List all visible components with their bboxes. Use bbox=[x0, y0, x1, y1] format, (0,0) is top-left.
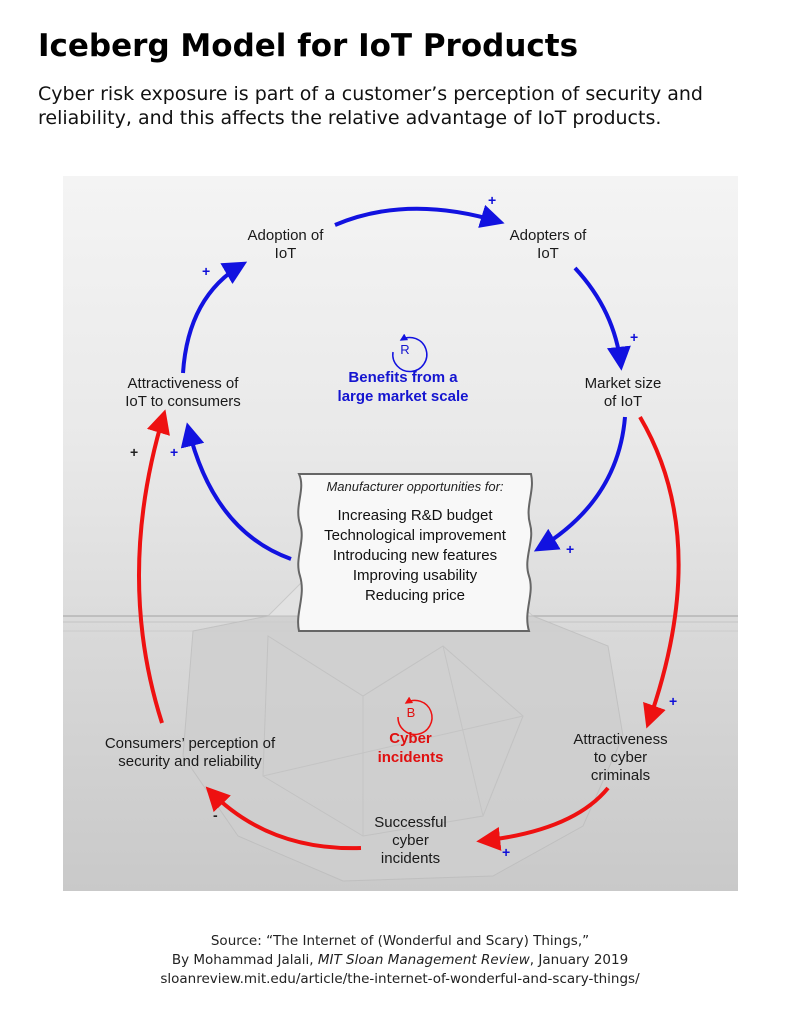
source-line-1: Source: “The Internet of (Wonderful and … bbox=[210, 933, 590, 949]
loop-b-icon bbox=[397, 696, 433, 736]
source-url: sloanreview.mit.edu/article/the-internet… bbox=[160, 971, 640, 987]
sign-market-criminals: + bbox=[669, 693, 678, 709]
sign-adoption-adopters: + bbox=[488, 192, 497, 208]
node-attractiveness-to-criminals: Attractiveness to cyber criminals bbox=[573, 731, 668, 784]
arrow-criminals-to-incidents bbox=[476, 786, 610, 851]
sign-perception-attractiveness: + bbox=[130, 444, 139, 460]
arrow-incidents-to-perception bbox=[205, 786, 362, 851]
node-adoption-of-iot: Adoption of IoT bbox=[247, 227, 324, 262]
arrow-adopters-to-market bbox=[573, 266, 631, 371]
node-consumers-perception: Consumers’ perception of security and re… bbox=[104, 735, 276, 770]
loop-b-letter: B bbox=[406, 705, 416, 720]
arrow-market-to-criminals bbox=[638, 415, 681, 729]
opportunity-item: Technological improvement bbox=[324, 527, 506, 544]
arrow-attractiveness-to-adoption bbox=[181, 261, 248, 374]
node-attractiveness-to-consumers: Attractiveness of IoT to consumers bbox=[125, 375, 241, 410]
node-market-size-of-iot: Market size of IoT bbox=[584, 375, 662, 410]
arrow-perception-to-attractiveness bbox=[137, 409, 170, 724]
opportunities-box bbox=[297, 473, 533, 632]
arrow-adoption-to-adopters bbox=[334, 204, 505, 228]
page-subtitle: Cyber risk exposure is part of a custome… bbox=[38, 83, 703, 129]
opportunity-item: Improving usability bbox=[352, 567, 478, 584]
iceberg-diagram: Adoption of IoT Adopters of IoT Market s… bbox=[63, 176, 738, 891]
source-publication: MIT Sloan Management Review bbox=[317, 952, 530, 968]
opportunity-item: Introducing new features bbox=[332, 547, 498, 564]
source-line-2: By Mohammad Jalali, MIT Sloan Management… bbox=[0, 951, 800, 970]
page-title: Iceberg Model for IoT Products bbox=[38, 28, 579, 64]
loop-r-label: Benefits from a large market scale bbox=[337, 369, 469, 405]
sign-market-box: + bbox=[566, 541, 575, 557]
sign-criminals-incidents: + bbox=[502, 844, 511, 860]
source-citation: Source: “The Internet of (Wonderful and … bbox=[0, 932, 800, 989]
diagram-graphics bbox=[63, 176, 738, 891]
sign-box-attractiveness: + bbox=[170, 444, 179, 460]
source-date: , January 2019 bbox=[529, 952, 629, 968]
loop-r-letter: R bbox=[400, 342, 410, 357]
loop-r-icon bbox=[392, 333, 428, 373]
opportunity-item: Reducing price bbox=[364, 587, 466, 604]
sign-adopters-market: + bbox=[630, 329, 639, 345]
sign-incidents-perception: - bbox=[213, 807, 218, 823]
node-adopters-of-iot: Adopters of IoT bbox=[509, 227, 587, 262]
arrow-market-to-box bbox=[533, 416, 627, 552]
node-successful-cyber-incidents: Successful cyber incidents bbox=[374, 814, 447, 867]
opportunities-list: Manufacturer opportunities for: Increasi… bbox=[295, 479, 535, 606]
loop-b-label: Cyber incidents bbox=[377, 730, 444, 766]
arrow-box-to-attractiveness bbox=[180, 422, 292, 561]
sign-attractiveness-adoption: + bbox=[202, 263, 211, 279]
source-author: By Mohammad Jalali, bbox=[171, 952, 318, 968]
opportunity-item: Increasing R&D budget bbox=[337, 507, 493, 524]
opportunities-header: Manufacturer opportunities for: bbox=[326, 479, 504, 494]
